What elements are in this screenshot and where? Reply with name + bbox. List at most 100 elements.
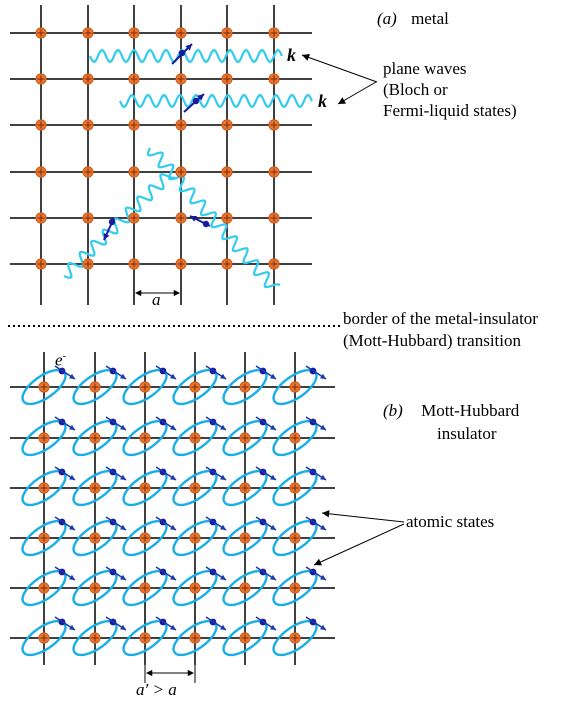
panel-b-title-line1: Mott-Hubbard <box>421 401 520 420</box>
lattice-atom <box>239 482 251 494</box>
spin-arrow <box>54 516 76 531</box>
atomic-state <box>21 416 76 457</box>
spin-arrow <box>105 365 127 380</box>
electron-dot <box>192 97 200 105</box>
lattice-atom <box>289 482 301 494</box>
wave-vector-label-2: k <box>318 91 327 111</box>
panel-b-letter: (b) <box>383 401 403 420</box>
pointer-arrow-k2 <box>337 81 377 105</box>
lattice-atom <box>82 119 94 131</box>
lattice-atom <box>239 532 251 544</box>
lattice-atom <box>139 381 151 393</box>
spin-arrow <box>105 416 127 431</box>
lattice-atom <box>239 432 251 444</box>
lattice-atom <box>38 532 50 544</box>
atomic-state <box>172 566 227 607</box>
spin-arrow <box>155 466 177 481</box>
lattice-atom <box>189 532 201 544</box>
lattice-atom <box>139 632 151 644</box>
spin-arrow <box>205 365 227 380</box>
atomic-state <box>172 466 227 507</box>
lattice-atom <box>89 582 101 594</box>
atomic-state <box>222 466 277 507</box>
panel-a-title: metal <box>411 9 449 28</box>
lattice-spacing-dimension <box>133 280 182 300</box>
atomic-orbitals <box>21 365 327 657</box>
spin-arrow <box>105 466 127 481</box>
lattice-atom <box>289 532 301 544</box>
dimension-arrow-right <box>173 289 180 297</box>
spin-arrow <box>54 566 76 581</box>
lattice-atom <box>221 212 233 224</box>
spin-arrow <box>105 566 127 581</box>
pointer-arrow-state1 <box>321 510 405 523</box>
lattice-atom <box>89 432 101 444</box>
atomic-state <box>272 566 327 607</box>
lattice-atom <box>35 73 47 85</box>
atomic-state <box>21 566 76 607</box>
atomic-state <box>222 566 277 607</box>
atomic-state <box>272 466 327 507</box>
spin-arrow <box>205 466 227 481</box>
lattice-atom <box>268 119 280 131</box>
atomic-state <box>21 516 76 557</box>
lattice-atom <box>175 73 187 85</box>
lattice-atom <box>128 212 140 224</box>
panel-b-label: (b) Mott-Hubbard <box>383 401 519 421</box>
lattice-atom <box>221 119 233 131</box>
wave-spin-arrows <box>103 43 211 241</box>
atomic-state <box>72 516 127 557</box>
lattice-atom <box>289 632 301 644</box>
bloch-label: (Bloch or <box>383 80 448 99</box>
lattice-atom <box>35 27 47 39</box>
spin-arrow <box>105 616 127 631</box>
lattice-atom <box>289 582 301 594</box>
atomic-state <box>172 365 227 406</box>
lattice-atom <box>139 432 151 444</box>
lattice-atom <box>38 482 50 494</box>
atomic-state <box>172 516 227 557</box>
insulator-spacing-dimension <box>144 662 196 683</box>
metal-lattice-atoms <box>35 27 280 270</box>
lattice-atom <box>82 73 94 85</box>
lattice-atom <box>82 212 94 224</box>
spin-arrow <box>305 365 327 380</box>
spin-arrow <box>155 566 177 581</box>
lattice-atom <box>189 381 201 393</box>
atomic-state <box>72 616 127 657</box>
lattice-atom <box>268 212 280 224</box>
lattice-atom <box>38 381 50 393</box>
plane-wave-pointer-arrows <box>301 53 378 105</box>
dimension-arrow-left <box>146 669 153 677</box>
spin-arrow <box>255 416 277 431</box>
atomic-state <box>272 416 327 457</box>
lattice-atom <box>139 532 151 544</box>
lattice-atom <box>189 632 201 644</box>
insulator-lattice-grid <box>10 352 335 665</box>
border-title-line2: (Mott-Hubbard) transition <box>343 331 521 350</box>
spin-arrow <box>305 466 327 481</box>
lattice-atom <box>35 212 47 224</box>
lattice-atom <box>239 632 251 644</box>
plane-wave-3 <box>63 173 176 280</box>
lattice-atom <box>89 482 101 494</box>
wave-vector-label-1: k <box>287 45 296 65</box>
lattice-atom <box>38 582 50 594</box>
spin-arrow <box>205 616 227 631</box>
lattice-atom <box>38 432 50 444</box>
atomic-state <box>72 416 127 457</box>
atomic-state <box>272 365 327 406</box>
lattice-atom <box>38 632 50 644</box>
spin-arrow <box>255 516 277 531</box>
atomic-state <box>222 365 277 406</box>
spin-arrow <box>305 416 327 431</box>
lattice-atom <box>175 258 187 270</box>
atomic-state-pointer-arrows <box>313 510 405 566</box>
atomic-state <box>272 516 327 557</box>
lattice-atom <box>175 166 187 178</box>
electron-dot <box>202 220 210 228</box>
plane-waves-label: plane waves <box>383 59 467 78</box>
atomic-state <box>21 365 76 406</box>
lattice-atom <box>128 166 140 178</box>
